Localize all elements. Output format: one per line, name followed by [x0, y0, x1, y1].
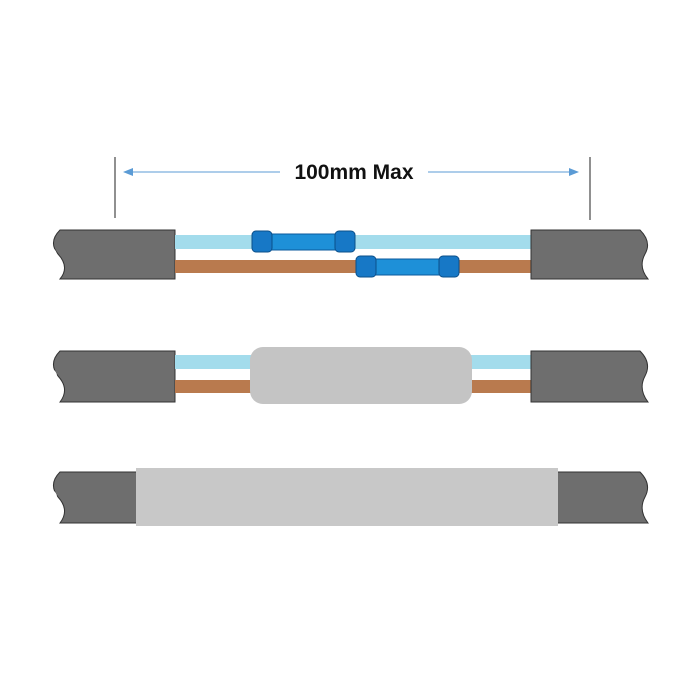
dimension-annotation: 100mm Max [114, 157, 591, 220]
cable-sheath-right [551, 471, 651, 524]
cable-sheath-left [51, 471, 141, 524]
brown-wire [175, 260, 531, 273]
outer-heat-shrink-sleeve [136, 468, 558, 526]
cable-sheath-left [51, 350, 176, 403]
cable-sheath-right [530, 229, 651, 280]
cable-sheath-left [51, 229, 176, 280]
dimension-label: 100mm Max [294, 161, 413, 184]
stage-crimped-connectors [51, 229, 651, 280]
crimp-connector-blue-wire [251, 230, 356, 253]
cable-sheath-right [530, 350, 651, 403]
stage-inner-heat-shrink [51, 347, 651, 404]
stage-outer-heat-shrink [51, 468, 651, 526]
crimp-connector-brown-wire [355, 255, 460, 278]
inner-heat-shrink-sleeve [250, 347, 472, 404]
